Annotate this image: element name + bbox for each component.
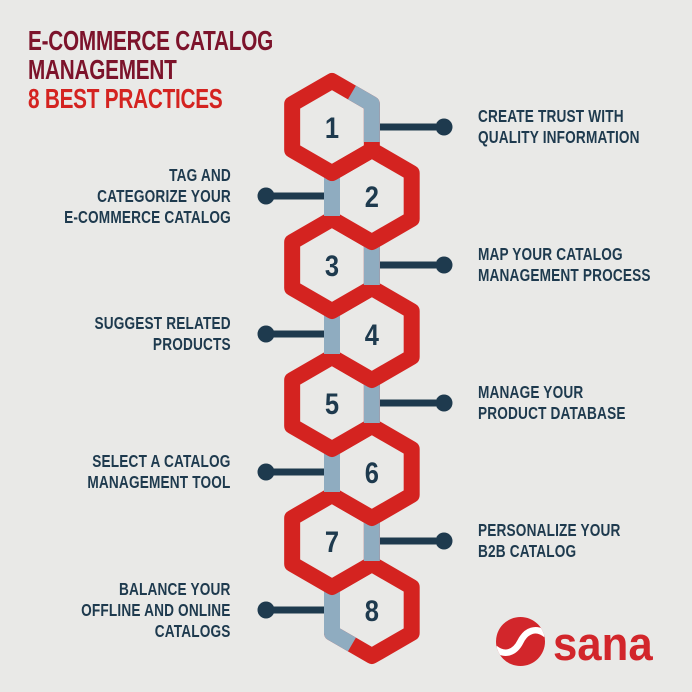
page-title: E-COMMERCE CATALOG MANAGEMENT 8 BEST PRA… bbox=[28, 26, 273, 113]
practice-label-line: SUGGEST RELATED bbox=[94, 313, 231, 333]
practice-label-line: TAG AND bbox=[169, 164, 231, 185]
practice-label-line: CATEGORIZE YOUR bbox=[97, 185, 231, 206]
title-line-2: MANAGEMENT bbox=[28, 54, 177, 85]
connector-dot bbox=[257, 325, 275, 343]
hexagon-number: 7 bbox=[325, 525, 339, 558]
practice-label-line: PRODUCT DATABASE bbox=[478, 403, 626, 423]
practice-label-line: CREATE TRUST WITH bbox=[478, 106, 624, 126]
practice-label-line: CATALOGS bbox=[155, 620, 231, 641]
hexagon-number: 5 bbox=[325, 387, 339, 420]
title-subtitle: 8 BEST PRACTICES bbox=[28, 83, 223, 114]
connector-dot bbox=[257, 463, 275, 481]
sana-logo: sana bbox=[495, 615, 660, 667]
practice-label-line: PRODUCTS bbox=[153, 334, 231, 354]
connector-dot bbox=[435, 118, 453, 136]
brand-name: sana bbox=[553, 617, 653, 670]
hexagon-number: 8 bbox=[365, 594, 379, 627]
practice-label-line: B2B CATALOG bbox=[478, 541, 577, 561]
chain-end-link-top bbox=[347, 85, 380, 142]
practice-label-line: OFFLINE AND ONLINE bbox=[81, 599, 231, 620]
connector-dot bbox=[257, 187, 275, 205]
connector-dot bbox=[435, 532, 453, 550]
practice-label-line: E-COMMERCE CATALOG bbox=[64, 206, 231, 227]
practice-label-line: PERSONALIZE YOUR bbox=[478, 520, 621, 540]
practice-label-line: MAP YOUR CATALOG bbox=[478, 244, 623, 264]
hexagon-number: 6 bbox=[365, 456, 379, 489]
hexagon-number: 3 bbox=[325, 249, 339, 282]
practice-label-line: MANAGEMENT TOOL bbox=[87, 472, 231, 492]
sana-s-swoosh-icon bbox=[496, 616, 545, 666]
connector-dot bbox=[435, 394, 453, 412]
practice-label-line: MANAGE YOUR bbox=[478, 382, 584, 402]
hexagon-number: 2 bbox=[365, 180, 379, 213]
connector-dot bbox=[435, 256, 453, 274]
practice-label-line: BALANCE YOUR bbox=[119, 578, 231, 599]
practice-label-line: QUALITY INFORMATION bbox=[478, 127, 640, 147]
hexagon-number: 1 bbox=[325, 111, 339, 144]
hexagon-shared-edge bbox=[324, 142, 380, 181]
title-line-1: E-COMMERCE CATALOG bbox=[28, 25, 274, 56]
practice-label-line: SELECT A CATALOG bbox=[92, 451, 231, 471]
practice-label-line: MANAGEMENT PROCESS bbox=[478, 265, 651, 285]
connector-dot bbox=[257, 601, 275, 619]
chain-end-link-bottom bbox=[324, 581, 356, 652]
hexagon-number: 4 bbox=[365, 318, 380, 351]
